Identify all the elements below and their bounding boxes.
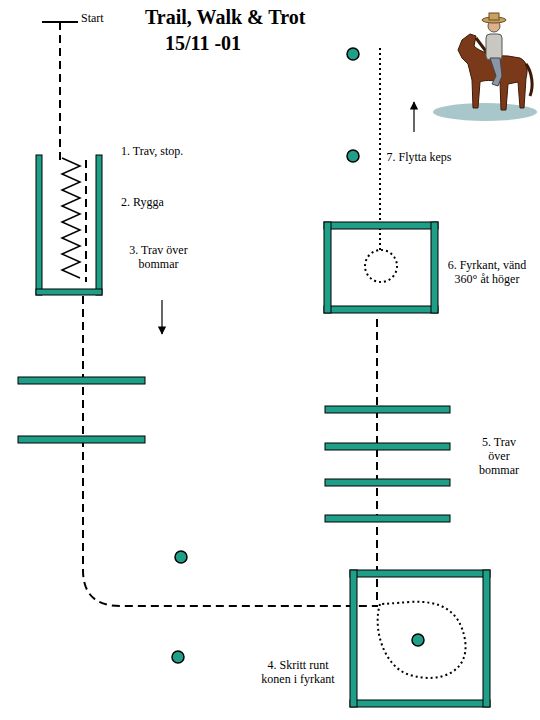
poles [18,155,490,707]
back-up-zigzag [62,158,80,278]
task-label: 4. Skritt runt konen i fyrkant [252,658,344,686]
direction-arrows [162,102,414,334]
cones [172,48,424,663]
task-label: 5. Trav över bommar [470,435,528,477]
title: Trail, Walk & Trot [145,6,305,28]
task-label: 7. Flytta keps [386,150,452,164]
start-label: Start [81,11,131,25]
walk-path [365,45,466,678]
task-label: 6. Fyrkant, vänd 360° åt höger [440,258,534,286]
task-label: 3. Trav över bommar [121,243,196,271]
horse-rider [433,13,537,121]
task-label: 1. Trav, stop. [121,144,231,158]
task-label: 2. Rygga [121,195,211,209]
date: 15/11 -01 [165,32,295,54]
